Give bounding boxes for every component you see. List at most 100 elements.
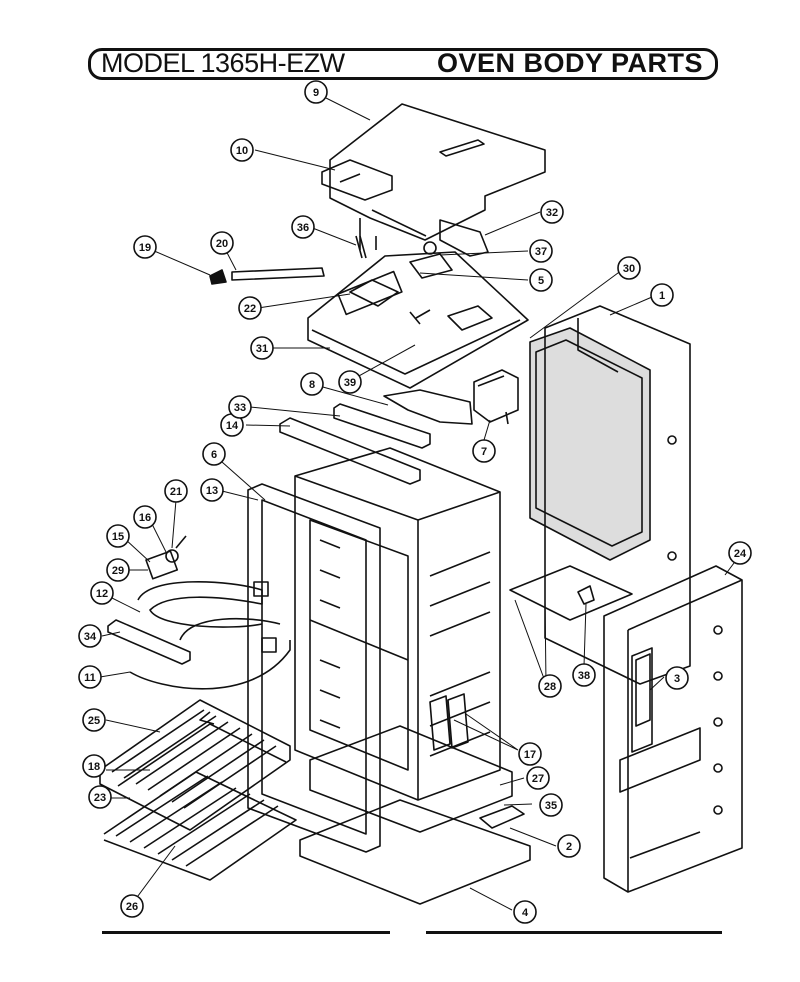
trim-rail-part xyxy=(279,417,421,485)
callout-29: 29 xyxy=(106,558,130,582)
callout-10: 10 xyxy=(230,138,254,162)
callout-circle xyxy=(230,138,254,162)
callout-label: 3 xyxy=(674,673,680,685)
callout-label: 5 xyxy=(538,275,544,287)
callout-circle xyxy=(529,268,553,292)
callout-circle xyxy=(88,785,112,809)
callout-6: 6 xyxy=(202,442,226,466)
callout-circle xyxy=(539,793,563,817)
callout-circle xyxy=(133,235,157,259)
callout-label: 22 xyxy=(244,303,256,315)
wire-part xyxy=(409,309,431,325)
spring-part xyxy=(355,235,367,259)
callout-1: 1 xyxy=(650,283,674,307)
callout-label: 34 xyxy=(84,631,97,643)
callout-label: 11 xyxy=(84,672,96,684)
callout-11: 11 xyxy=(78,665,102,689)
callout-label: 36 xyxy=(297,222,309,234)
callout-circle xyxy=(538,674,562,698)
callout-circle xyxy=(250,336,274,360)
callout-circle xyxy=(210,231,234,255)
callout-15: 15 xyxy=(106,524,130,548)
title-box: MODEL 1365H-EZW OVEN BODY PARTS xyxy=(88,48,718,80)
callout-30: 30 xyxy=(617,256,641,280)
trim-bracket-part xyxy=(383,389,473,425)
callout-label: 38 xyxy=(578,670,590,682)
callout-label: 32 xyxy=(546,207,558,219)
callout-label: 20 xyxy=(216,238,228,250)
callout-label: 28 xyxy=(544,681,556,693)
callout-label: 4 xyxy=(522,907,529,919)
callout-label: 24 xyxy=(734,548,747,560)
hinge-clip-part xyxy=(577,585,595,605)
callout-28: 28 xyxy=(538,674,562,698)
callout-9: 9 xyxy=(304,80,328,104)
callout-label: 27 xyxy=(532,773,544,785)
callout-24: 24 xyxy=(728,541,752,565)
callout-label: 19 xyxy=(139,242,151,254)
bottom-bracket-part xyxy=(479,805,525,829)
bracket-part xyxy=(439,219,489,257)
callout-circle xyxy=(90,581,114,605)
callout-circle xyxy=(133,505,157,529)
callout-39: 39 xyxy=(338,370,362,394)
callout-36: 36 xyxy=(291,215,315,239)
callout-circle xyxy=(665,666,689,690)
hinge-receiver-part xyxy=(429,693,469,751)
callout-16: 16 xyxy=(133,505,157,529)
callout-circle xyxy=(238,296,262,320)
lower-panel-part xyxy=(309,725,513,833)
heating-elements-part xyxy=(129,581,291,725)
callout-circle xyxy=(164,479,188,503)
callout-4: 4 xyxy=(513,900,537,924)
callout-27: 27 xyxy=(526,766,550,790)
callout-circle xyxy=(120,894,144,918)
callout-22: 22 xyxy=(238,296,262,320)
front-trim-part xyxy=(333,403,431,449)
callout-label: 2 xyxy=(566,841,572,853)
callout-circle xyxy=(572,663,596,687)
callout-31: 31 xyxy=(250,336,274,360)
callout-7: 7 xyxy=(472,439,496,463)
callout-label: 13 xyxy=(206,485,218,497)
callout-label: 18 xyxy=(88,761,100,773)
insulation-panel-part xyxy=(529,327,651,561)
callout-21: 21 xyxy=(164,479,188,503)
callout-12: 12 xyxy=(90,581,114,605)
callout-label: 8 xyxy=(309,379,315,391)
callout-label: 30 xyxy=(623,263,635,275)
callout-label: 15 xyxy=(112,531,124,543)
callout-32: 32 xyxy=(540,200,564,224)
callout-circle xyxy=(300,372,324,396)
callout-circle xyxy=(540,200,564,224)
callout-23: 23 xyxy=(88,785,112,809)
callout-circle xyxy=(338,370,362,394)
rear-panel-part xyxy=(603,565,743,893)
callout-circle xyxy=(106,558,130,582)
callout-circle xyxy=(291,215,315,239)
callout-circle xyxy=(228,395,252,419)
callout-5: 5 xyxy=(529,268,553,292)
oven-floor-part xyxy=(509,565,633,621)
footer-rule-right xyxy=(426,931,722,934)
callout-label: 25 xyxy=(88,715,100,727)
callout-label: 6 xyxy=(211,449,217,461)
callout-label: 31 xyxy=(256,343,268,355)
callout-38: 38 xyxy=(572,663,596,687)
footer-rule-left xyxy=(102,931,390,934)
callout-label: 37 xyxy=(535,246,547,258)
thermostat-part xyxy=(145,535,187,580)
callout-circle xyxy=(650,283,674,307)
callout-label: 10 xyxy=(236,145,248,157)
vent-box-part xyxy=(473,369,519,425)
top-panel-part xyxy=(329,103,546,241)
callout-circle xyxy=(202,442,226,466)
front-frame-part xyxy=(247,483,381,853)
callout-circle xyxy=(617,256,641,280)
callout-label: 29 xyxy=(112,565,124,577)
probe-bar-part xyxy=(231,267,325,281)
callout-3: 3 xyxy=(665,666,689,690)
callout-25: 25 xyxy=(82,708,106,732)
element-bracket-part xyxy=(107,619,191,665)
